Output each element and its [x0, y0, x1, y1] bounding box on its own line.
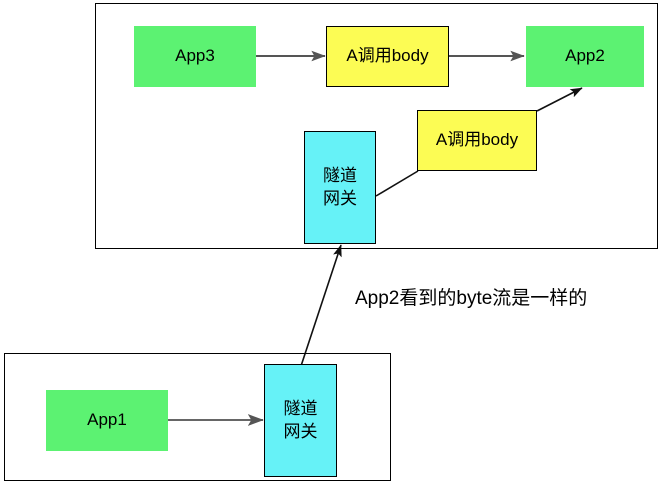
diagram-caption: App2看到的byte流是一样的 — [355, 288, 588, 309]
edge-gateway-bottom-to-gateway-top — [300, 244, 342, 367]
node-gateway-top[interactable]: 隧道 网关 — [304, 131, 376, 244]
node-app1[interactable]: App1 — [46, 390, 168, 451]
node-app2[interactable]: App2 — [526, 26, 644, 87]
top-container — [95, 3, 658, 249]
node-payload-direct[interactable]: A调用body — [326, 26, 449, 87]
node-gateway-bottom[interactable]: 隧道 网关 — [264, 364, 337, 477]
node-app3[interactable]: App3 — [134, 26, 256, 87]
node-payload-tunnel[interactable]: A调用body — [417, 110, 537, 171]
bottom-container — [4, 353, 391, 481]
